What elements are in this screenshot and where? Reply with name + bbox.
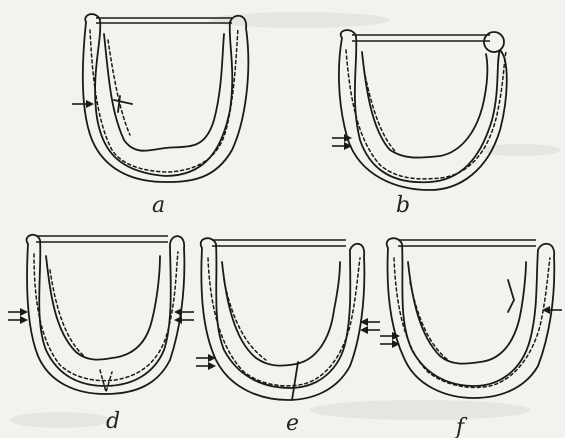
panel-d-mandible (8, 233, 194, 395)
panel-f-displaced-contour (393, 257, 551, 389)
panel-f-right-force-arrow (542, 306, 562, 314)
panel-e-label: e (286, 411, 299, 436)
panel-a-outer-contour (82, 13, 250, 183)
panel-e-mandible (196, 237, 380, 401)
panel-a-displaced-contour (89, 27, 239, 173)
panel-e-right-force-arrows (360, 318, 380, 334)
panel-b-label: b (396, 193, 410, 218)
panel-a-mandible (72, 13, 250, 183)
panel-a-force-arrow (72, 100, 94, 108)
panel-b-displaced-contour (345, 49, 507, 180)
panel-f-left-force-arrows (380, 332, 400, 348)
panel-b-force-arrows (332, 134, 352, 150)
panel-f-mandible (380, 237, 562, 399)
panel-e-left-force-arrows (196, 354, 216, 370)
panel-f-outer-contour (385, 237, 556, 399)
panel-b-inner-contour (361, 51, 489, 159)
panel-d-left-force-arrows (8, 308, 28, 324)
panel-e-outer-contour (199, 237, 366, 401)
panel-d-inner-contour (45, 255, 161, 361)
panel-a-label: a (152, 193, 165, 218)
panel-d-label: d (106, 409, 120, 434)
panel-b-outer-contour (338, 29, 508, 191)
background-texture (10, 12, 560, 428)
panel-d-outer-contour (25, 233, 186, 395)
panel-e-displaced-contour (207, 257, 361, 387)
panel-f-inner-contour (407, 261, 527, 365)
panel-d-right-force-arrows (174, 308, 194, 324)
panel-a-inner-contour (103, 33, 225, 152)
panel-d-displaced-contour (33, 251, 179, 382)
panel-b-mandible (332, 29, 508, 191)
panel-e-inner-contour (221, 261, 341, 367)
